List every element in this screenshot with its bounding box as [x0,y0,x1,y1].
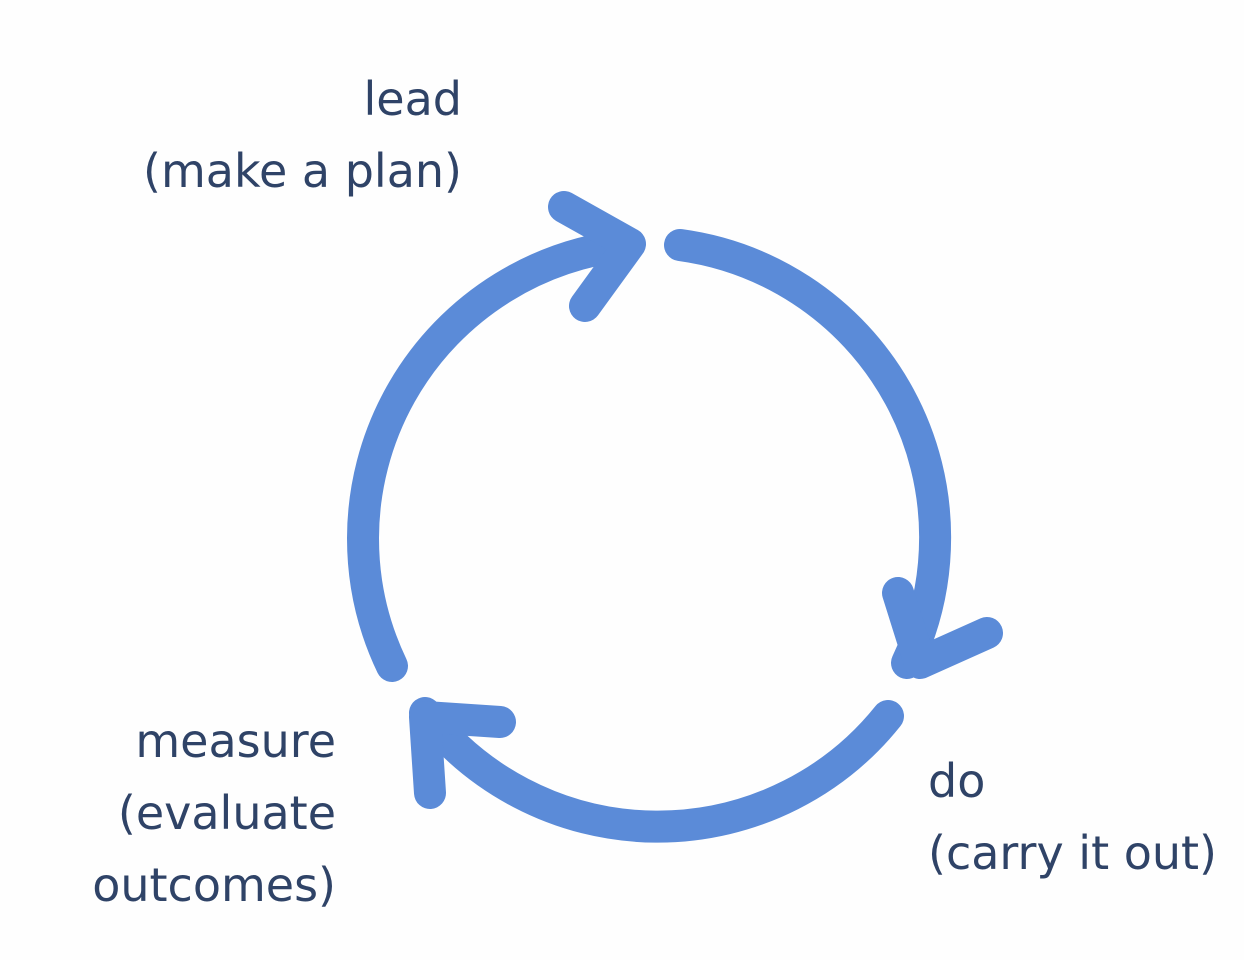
stage-measure-subtitle-line1: (evaluate [117,786,336,840]
arc-measure-to-lead [347,229,644,682]
arrowhead-measure [409,701,516,809]
arrowhead-do [882,577,1003,679]
stage-do-label: do (carry it out) [928,745,1217,889]
stage-measure-label: measure (evaluate outcomes) [60,705,336,921]
stage-measure-subtitle-line2: outcomes) [92,858,336,912]
arrowhead-lead [548,191,646,322]
stage-lead-title: lead [363,72,462,126]
stage-lead-label: lead (make a plan) [140,63,462,207]
arc-lead-to-do [664,229,952,679]
stage-lead-subtitle: (make a plan) [143,144,462,198]
arc-do-to-measure [409,697,904,843]
stage-measure-title: measure [135,714,336,768]
stage-do-subtitle: (carry it out) [928,826,1218,880]
stage-do-title: do [928,754,986,808]
